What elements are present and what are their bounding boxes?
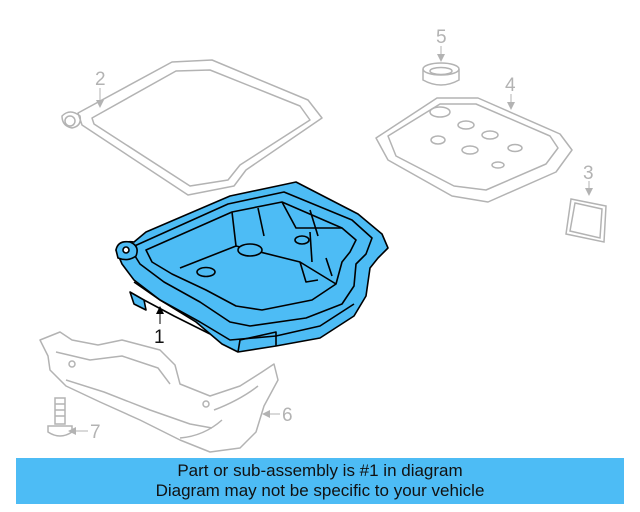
callout-7: 7 xyxy=(90,422,101,443)
banner-line-2: Diagram may not be specific to your vehi… xyxy=(155,481,485,500)
bolt-part-7[interactable] xyxy=(47,397,73,437)
arrow-5 xyxy=(437,54,445,62)
callout-2: 2 xyxy=(95,69,106,90)
banner-line-1: Part or sub-assembly is #1 in diagram xyxy=(177,461,463,480)
arrow-7 xyxy=(68,427,76,435)
leader-lines xyxy=(68,46,593,435)
arrow-1 xyxy=(156,306,164,314)
arrow-6 xyxy=(262,410,270,418)
oil-pan-part-1[interactable] xyxy=(115,181,389,353)
callout-1: 1 xyxy=(154,327,165,348)
parts-diagram: 2 5 4 3 6 7 1 xyxy=(39,27,607,453)
filter-part-4[interactable] xyxy=(375,97,573,203)
info-banner: Part or sub-assembly is #1 in diagram Di… xyxy=(16,458,624,504)
arrow-4 xyxy=(507,102,515,110)
callout-6: 6 xyxy=(282,405,293,426)
arrow-2 xyxy=(96,100,104,108)
shield-part-6[interactable] xyxy=(39,331,279,453)
gasket-part-2[interactable] xyxy=(61,59,323,196)
arrow-3 xyxy=(585,188,593,196)
callout-5: 5 xyxy=(436,27,447,48)
seal-part-5[interactable] xyxy=(422,62,460,86)
callout-3: 3 xyxy=(583,163,594,184)
callout-4: 4 xyxy=(505,75,516,96)
plate-part-3[interactable] xyxy=(565,198,607,243)
